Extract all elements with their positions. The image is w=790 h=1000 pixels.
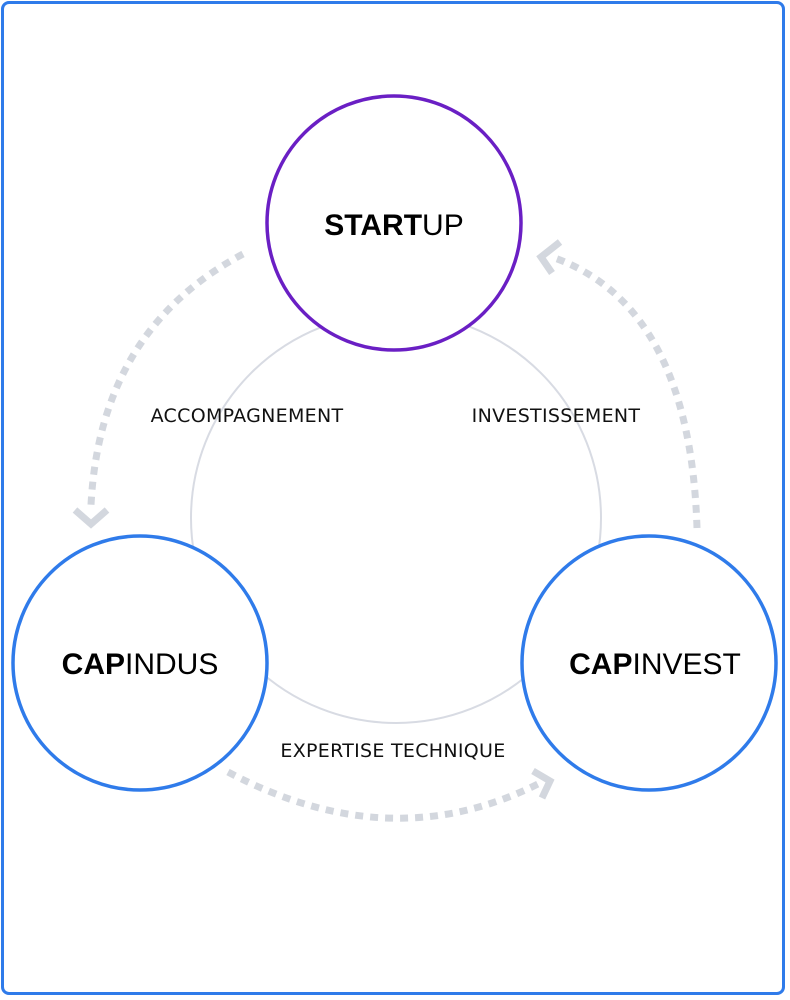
expertise-arrow <box>226 768 540 822</box>
accompagnement-label: ACCOMPAGNEMENT <box>151 405 344 427</box>
capindus-label: CAPINDUS <box>62 648 219 681</box>
investissement-arrowhead <box>536 239 563 275</box>
accompagnement-arrow <box>87 250 245 506</box>
investissement-arrow <box>550 253 701 529</box>
capinvest-node <box>520 534 778 792</box>
startup-node <box>265 94 523 352</box>
expertise-arrowhead <box>531 767 555 800</box>
accompagnement-arrowhead <box>72 507 110 529</box>
investissement-label: INVESTISSEMENT <box>472 405 641 427</box>
capinvest-label: CAPINVEST <box>569 648 741 681</box>
expertise-label: EXPERTISE TECHNIQUE <box>280 740 505 762</box>
startup-label: STARTUP <box>324 209 463 242</box>
capindus-node <box>11 534 269 792</box>
